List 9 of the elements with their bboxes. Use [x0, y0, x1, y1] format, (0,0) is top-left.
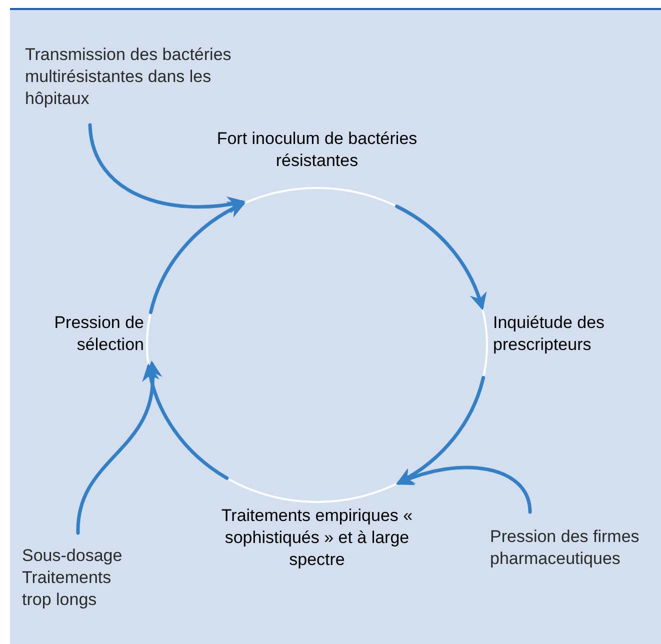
cycle-stage-label: Fort inoculum de bactéries résistantes [216, 128, 418, 172]
factor-label: Transmission des bactéries multirésistantes dans les hôpitaux [25, 44, 232, 110]
curved-arrow [76, 360, 162, 535]
curved-arrow [88, 123, 246, 214]
factor-label: Pression des firmes pharmaceutiques [490, 526, 640, 570]
factor-label: Sous-dosage Traitements trop longs [22, 545, 124, 611]
cycle-stage-label: Traitements empiriques « sophistiqués » et à large spectre [220, 505, 414, 571]
cycle-stage-label: Inquiétude des prescripteurs [493, 312, 606, 356]
cycle-stage-label: Pression de sélection [53, 312, 144, 356]
